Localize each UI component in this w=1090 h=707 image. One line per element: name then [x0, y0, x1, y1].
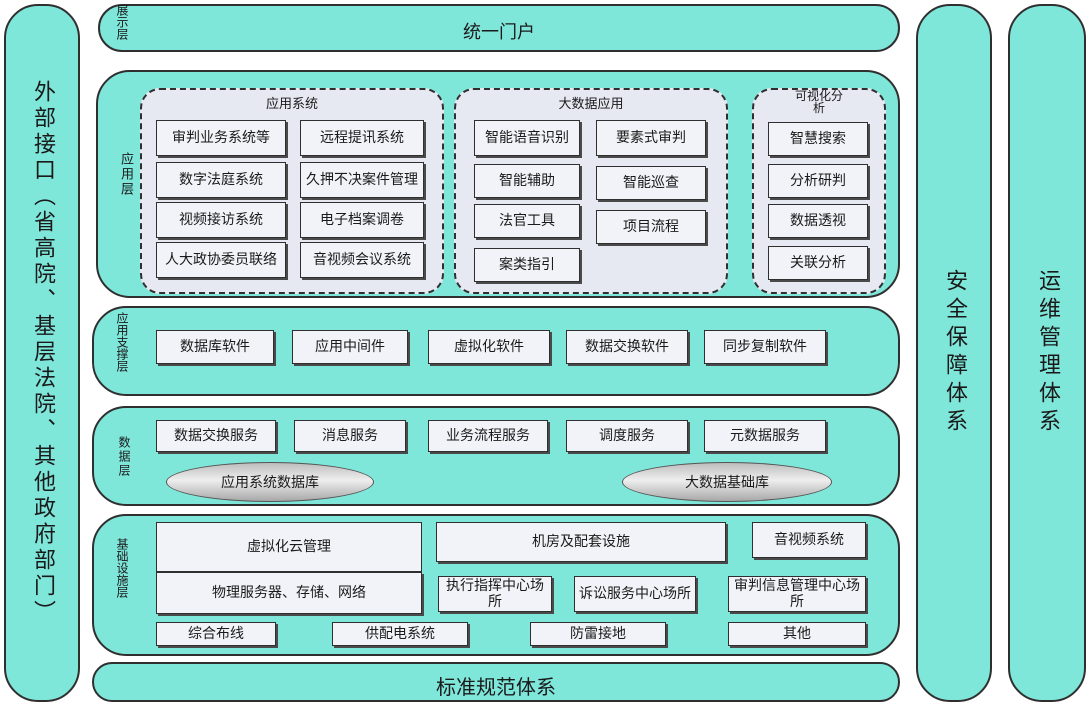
support-item: 数据库软件	[156, 330, 274, 364]
app-system-database: 应用系统数据库	[166, 462, 374, 502]
external-interface-column: 外部接口（省高院、基层法院、其他政府部门）	[4, 4, 80, 702]
app-support-layer: 应用支撑层 数据库软件 应用中间件 虚拟化软件 数据交换软件 同步复制软件	[92, 306, 900, 396]
bigdata-item: 法官工具	[474, 204, 580, 238]
bigdata-item: 案类指引	[474, 248, 580, 282]
vis-item: 智慧搜索	[768, 122, 868, 156]
big-data-title: 大数据应用	[558, 97, 624, 112]
vis-item: 分析研判	[768, 164, 868, 198]
virtual-cloud-box: 虚拟化云管理	[156, 522, 422, 572]
external-interface-text: 外部接口（省高院、基层法院、其他政府部门）	[30, 80, 55, 626]
presentation-layer: 展示层 统一门户	[98, 4, 900, 52]
data-service-item: 数据交换服务	[156, 420, 276, 452]
infra-bottom-item: 其他	[728, 622, 866, 646]
app-system-title: 应用系统	[265, 97, 318, 112]
infra-bottom-item: 供配电系统	[332, 622, 468, 646]
visualization-title: 可视化分析	[794, 89, 843, 115]
app-item: 久押不决案件管理	[300, 162, 424, 198]
app-support-layer-label: 应用支撑层	[115, 312, 129, 372]
unified-portal-title: 统一门户	[463, 22, 535, 43]
center-box: 诉讼服务中心场所	[574, 576, 696, 612]
presentation-layer-label: 展示层	[115, 4, 129, 40]
app-item: 远程提讯系统	[300, 120, 424, 156]
infra-bottom-item: 防雷接地	[530, 622, 666, 646]
infrastructure-layer: 基础设施层 虚拟化云管理 物理服务器、存储、网络 机房及配套设施 音视频系统 执…	[92, 514, 900, 656]
data-layer: 数据层 数据交换服务 消息服务 业务流程服务 调度服务 元数据服务 应用系统数据…	[92, 406, 900, 506]
app-item: 视频接访系统	[156, 202, 286, 238]
bigdata-item: 智能巡查	[596, 166, 706, 200]
machine-room-box: 机房及配套设施	[436, 522, 726, 562]
application-layer: 应用层 应用系统 审判业务系统等 远程提讯系统 数字法庭系统 久押不决案件管理 …	[96, 70, 900, 298]
data-service-item: 消息服务	[294, 420, 406, 452]
center-box: 审判信息管理中心场所	[728, 576, 866, 612]
infrastructure-layer-label: 基础设施层	[115, 538, 129, 598]
bigdata-item: 要素式审判	[596, 120, 706, 156]
app-item: 音视频会议系统	[300, 242, 424, 278]
bigdata-item: 智能语音识别	[474, 120, 580, 156]
data-service-item: 元数据服务	[704, 420, 826, 452]
app-item: 数字法庭系统	[156, 162, 286, 198]
app-item: 电子档案调卷	[300, 202, 424, 238]
ops-management-text: 运维管理体系	[1035, 269, 1060, 437]
app-system-group: 应用系统 审判业务系统等 远程提讯系统 数字法庭系统 久押不决案件管理 视频接访…	[140, 88, 444, 294]
big-data-group: 大数据应用 智能语音识别 要素式审判 智能辅助 智能巡查 法官工具 项目流程 案…	[454, 88, 728, 294]
standards-text: 标准规范体系	[436, 675, 556, 699]
big-data-database: 大数据基础库	[622, 462, 832, 502]
visualization-group: 可视化分析 智慧搜索 分析研判 数据透视 关联分析	[752, 88, 886, 294]
ops-management-column: 运维管理体系	[1008, 4, 1086, 702]
security-system-text: 安全保障体系	[942, 269, 967, 437]
data-service-item: 调度服务	[566, 420, 688, 452]
av-system-box: 音视频系统	[752, 522, 866, 558]
security-system-column: 安全保障体系	[916, 4, 992, 702]
support-item: 数据交换软件	[566, 330, 688, 364]
physical-resources-box: 物理服务器、存储、网络	[156, 572, 422, 614]
infra-bottom-item: 综合布线	[156, 622, 276, 646]
vis-item: 关联分析	[768, 246, 868, 280]
application-layer-label: 应用层	[118, 152, 133, 197]
support-item: 应用中间件	[292, 330, 408, 364]
app-item: 人大政协委员联络	[156, 242, 286, 278]
vis-item: 数据透视	[768, 204, 868, 238]
center-box: 执行指挥中心场所	[438, 576, 552, 612]
support-item: 同步复制软件	[704, 330, 826, 364]
bigdata-item: 智能辅助	[474, 164, 580, 198]
support-item: 虚拟化软件	[428, 330, 550, 364]
data-service-item: 业务流程服务	[428, 420, 548, 452]
data-layer-label: 数据层	[117, 436, 131, 478]
app-item: 审判业务系统等	[156, 120, 286, 156]
standards-layer: 标准规范体系	[92, 662, 900, 702]
bigdata-item: 项目流程	[596, 210, 706, 244]
